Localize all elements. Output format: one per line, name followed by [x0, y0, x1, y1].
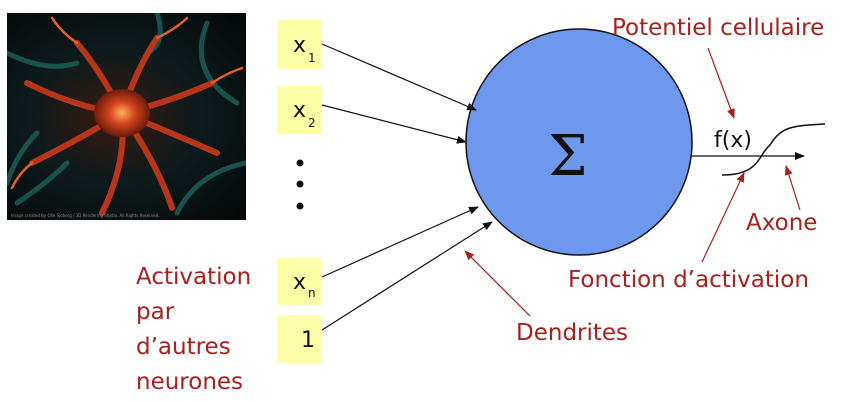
input-box-x1: x 1 [277, 20, 322, 69]
sum-symbol: Σ [548, 124, 588, 189]
input-subscript: 1 [308, 51, 316, 65]
activation-caption-line: par [136, 299, 175, 325]
activation-caption-line: d’autres [136, 334, 231, 360]
dendrites-pointer [464, 250, 531, 317]
input-box-x2: x 2 [277, 86, 322, 134]
activation-function-pointer [701, 172, 745, 263]
potential-label: Potentiel cellulaire [612, 15, 825, 41]
input-label: x [293, 270, 307, 295]
activation-curve [721, 123, 826, 176]
input-subscript: n [308, 286, 316, 300]
activation-caption-line: neurones [136, 369, 244, 395]
dendrites-label: Dendrites [516, 320, 629, 346]
neuron-image: Image created by Olle Sjoberg / 3D Rende… [7, 13, 246, 220]
input-box-bias: 1 [277, 315, 322, 363]
input-arrow-bias [321, 221, 493, 331]
potential-pointer [707, 47, 735, 119]
ellipsis-dot [296, 180, 304, 188]
activation-function-label: f(x) [714, 128, 752, 153]
photo-credit: Image created by Olle Sjoberg / 3D Rende… [11, 213, 160, 218]
axon-label: Axone [746, 210, 818, 236]
input-subscript: 2 [308, 116, 316, 130]
input-box-xn: x n [277, 258, 322, 305]
input-arrow-2 [321, 104, 467, 144]
input-arrow-1 [321, 43, 477, 111]
input-arrow-n [321, 206, 479, 278]
input-label: x [293, 98, 307, 123]
ellipsis-dot [296, 202, 304, 210]
axon-pointer [784, 165, 801, 211]
activation-caption-line: Activation [136, 264, 252, 290]
input-label: 1 [301, 328, 315, 353]
activation-caption: Activation par d’autres neurones [136, 260, 251, 400]
input-label: x [293, 33, 307, 58]
ellipsis-dot [296, 159, 304, 167]
activation-function-caption: Fonction d’activation [568, 267, 809, 293]
